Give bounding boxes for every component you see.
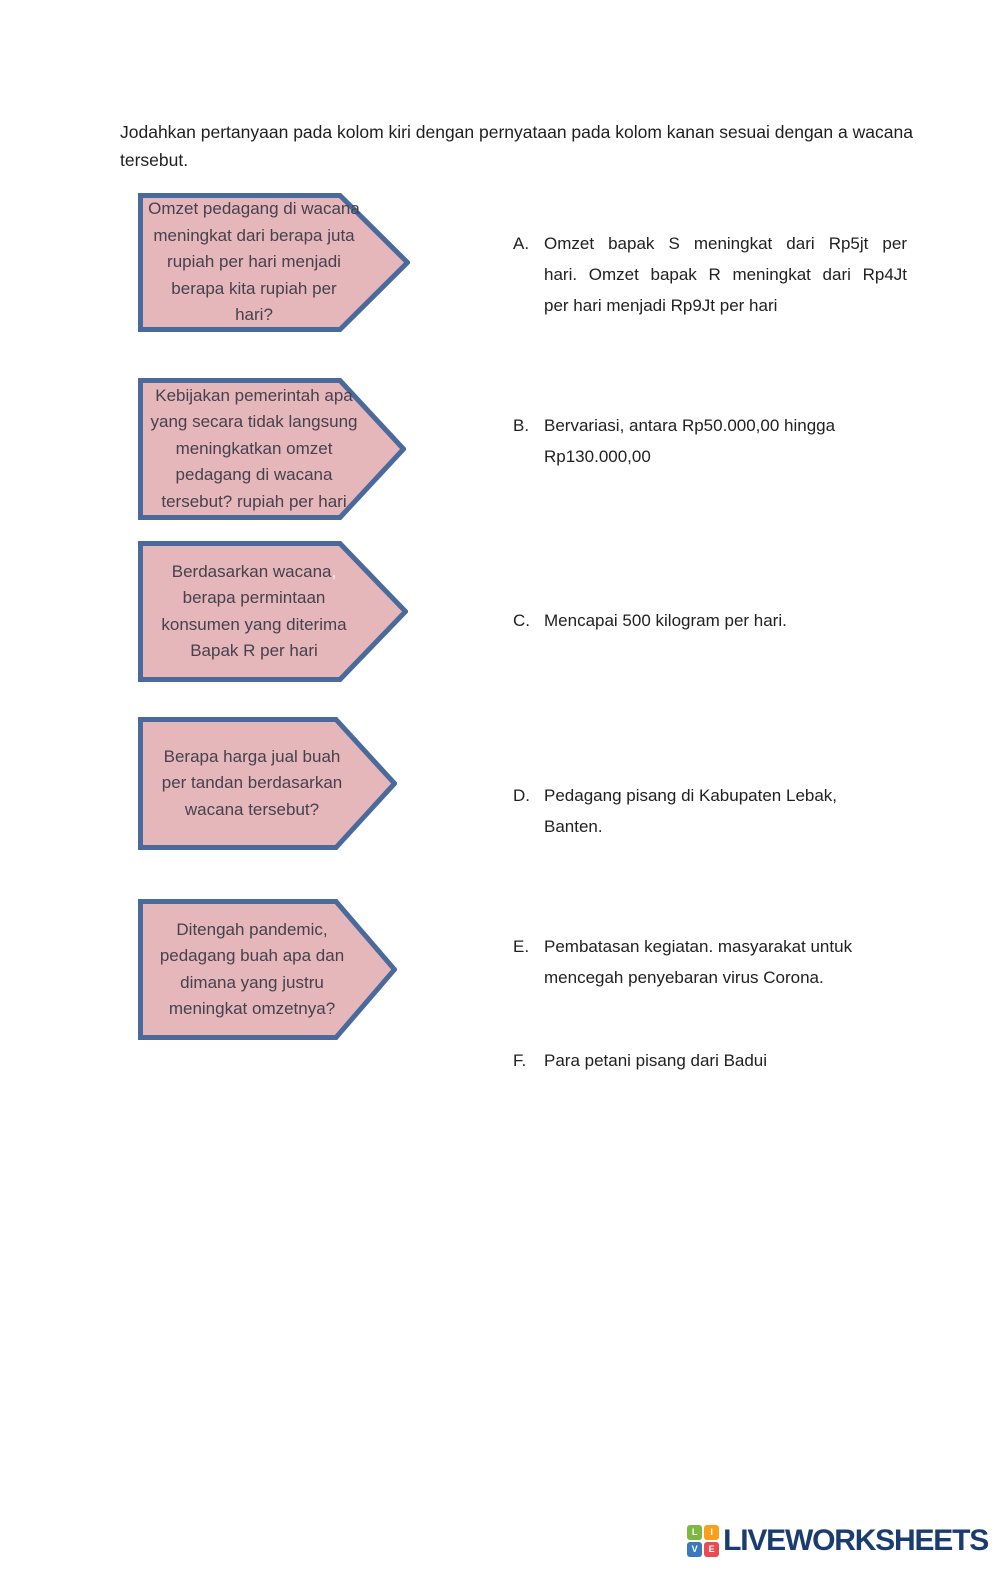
arrow-shape-icon: [138, 899, 397, 1040]
question-arrow-q5[interactable]: Ditengah pandemic, pedagang buah apa dan d…: [138, 899, 397, 1040]
arrow-shape-icon: [138, 541, 408, 682]
arrow-shape-icon: [138, 193, 410, 332]
option-letter: B.: [513, 416, 530, 435]
question-line: Omzet pedagang di wacana: [148, 199, 360, 219]
question-arrow-q3[interactable]: Berdasarkan wacana, berapa permintaan kons…: [138, 541, 408, 682]
option-text: Pembatasan kegiatan. masyarakat untuk men…: [544, 931, 907, 993]
question-line: Ditengah pandemic,: [176, 919, 328, 939]
question-text: Berapa harga jual buah per tandan berdasa…: [138, 717, 366, 850]
question-line: Berapa harga jual buah: [163, 746, 341, 766]
option-text: Omzet bapak S meningkat dari Rp5jt per ha…: [544, 228, 907, 321]
question-text: Omzet pedagang di wacana meningkat dari b…: [138, 193, 370, 332]
option-text: Pedagang pisang di Kabupaten Lebak, Bante…: [544, 780, 907, 842]
option-letter: E.: [513, 937, 530, 956]
logo-square-e-icon: E: [704, 1542, 720, 1557]
liveworksheets-wordmark: LIVEWORKSHEETS: [723, 1524, 989, 1557]
option-line: per hari menjadi Rp9Jt per hari: [544, 296, 778, 315]
option-line: Rp130.000,00: [544, 447, 651, 466]
arrow-shape-icon: [138, 717, 397, 850]
question-line: konsumen yang diterima: [161, 614, 347, 634]
option-line: hari. Omzet bapak R meningkat dari Rp4Jt: [544, 265, 907, 284]
option-letter: C.: [513, 611, 530, 630]
question-line: wacana tersebut?: [184, 799, 320, 819]
logo-square-l-icon: L: [687, 1525, 703, 1540]
question-text: Kebijakan pemerintah apa yang secara tida…: [138, 378, 370, 520]
instruction-text: Jodahkan pertanyaan pada kolom kiri deng…: [120, 118, 913, 174]
option-line: mencegah penyebaran virus Corona.: [544, 968, 824, 987]
option-line: Para petani pisang dari Badui: [544, 1051, 768, 1070]
option-text: Para petani pisang dari Badui: [544, 1045, 907, 1076]
question-line: dimana yang justru: [180, 972, 324, 992]
question-line: pedagang buah apa dan: [159, 946, 345, 965]
question-line: berapa kita rupiah per: [171, 278, 337, 298]
question-line: per tandan berdasarkan: [161, 773, 343, 793]
logo-square-i-icon: I: [704, 1525, 720, 1540]
instruction-line: tersebut.: [120, 150, 189, 170]
option-line: Pembatasan kegiatan. masyarakat untuk: [544, 937, 853, 956]
question-line: Bapak R per hari: [190, 641, 318, 660]
option-line: Omzet bapak S meningkat dari Rp5jt per: [544, 234, 907, 253]
question-line: meningkat dari berapa juta: [153, 225, 355, 245]
option-line: Banten.: [544, 817, 603, 836]
question-line: Berdasarkan wacana,: [171, 561, 337, 581]
option-letter: A.: [513, 234, 530, 253]
option-f[interactable]: F. Para petani pisang dari Badui: [513, 1045, 907, 1076]
question-arrow-q1[interactable]: Omzet pedagang di wacana meningkat dari b…: [138, 193, 410, 332]
option-line: Mencapai 500 kilogram per hari.: [544, 611, 787, 630]
option-d[interactable]: D. Pedagang pisang di Kabupaten Lebak, Ban…: [513, 780, 907, 842]
option-c[interactable]: C. Mencapai 500 kilogram per hari.: [513, 605, 907, 636]
option-line: Pedagang pisang di Kabupaten Lebak,: [544, 786, 838, 805]
logo-square-v-icon: V: [687, 1542, 703, 1557]
question-text: Berdasarkan wacana, berapa permintaan kons…: [138, 541, 370, 682]
option-letter: F.: [513, 1051, 527, 1070]
question-arrow-q4[interactable]: Berapa harga jual buah per tandan berdasa…: [138, 717, 397, 850]
question-line: berapa permintaan: [182, 588, 326, 607]
question-line: meningkatkan omzet: [175, 438, 333, 458]
option-a[interactable]: A. Omzet bapak S meningkat dari Rp5jt per…: [513, 228, 907, 321]
question-arrow-q2[interactable]: Kebijakan pemerintah apa yang secara tida…: [138, 378, 406, 520]
question-text: Ditengah pandemic, pedagang buah apa dan d…: [138, 899, 366, 1040]
option-letter: D.: [513, 786, 530, 805]
option-e[interactable]: E. Pembatasan kegiatan. masyarakat untuk m…: [513, 931, 907, 993]
question-line: hari?: [235, 305, 273, 325]
question-line: meningkat omzetnya?: [168, 999, 336, 1018]
question-line: Kebijakan pemerintah apa: [155, 385, 353, 405]
option-text: Mencapai 500 kilogram per hari.: [544, 605, 907, 636]
question-line: tersebut? rupiah per hari: [161, 491, 347, 511]
arrow-shape-icon: [138, 378, 406, 520]
question-line: rupiah per hari menjadi: [167, 252, 341, 272]
question-line: yang secara tidak langsung: [150, 412, 358, 432]
faint-comma: ,: [331, 561, 337, 581]
instruction-line: Jodahkan pertanyaan pada kolom kiri deng…: [120, 122, 913, 142]
question-line: pedagang di wacana: [175, 465, 333, 485]
option-line: Bervariasi, antara Rp50.000,00 hingga: [544, 416, 836, 435]
